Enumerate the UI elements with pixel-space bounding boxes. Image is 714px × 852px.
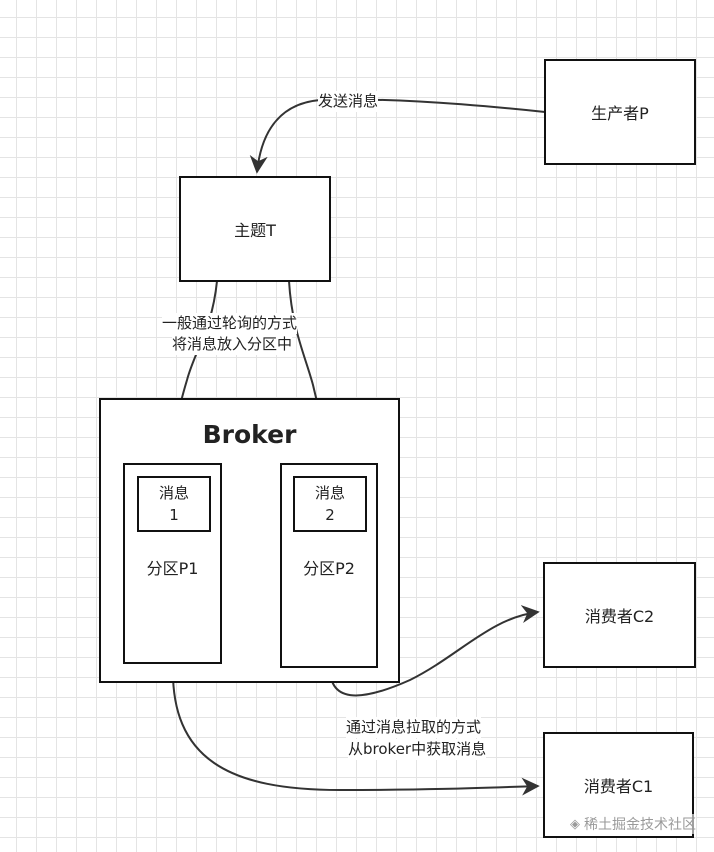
edge-label-poll-2: 将消息放入分区中 xyxy=(172,334,293,355)
watermark-text: 稀土掘金技术社区 xyxy=(584,817,696,833)
message-2-line2: 2 xyxy=(325,506,335,524)
message-2-line1: 消息 xyxy=(314,484,345,502)
message-1-box: 消息 1 xyxy=(137,476,211,532)
topic-label: 主题T xyxy=(234,221,276,240)
topic-node: 主题T xyxy=(179,176,331,282)
juejin-logo-icon: ◈ xyxy=(570,816,580,832)
partition-p1-label: 分区P1 xyxy=(146,559,199,578)
edge-label-pull-1: 通过消息拉取的方式 xyxy=(346,717,482,738)
consumer-c2-label: 消费者C2 xyxy=(584,607,655,626)
message-1-line1: 消息 xyxy=(158,484,189,502)
broker-title: Broker xyxy=(202,420,297,449)
edge-producer-to-topic xyxy=(249,98,546,174)
producer-node: 生产者P xyxy=(544,59,696,165)
producer-label: 生产者P xyxy=(591,104,649,123)
edge-label-send: 发送消息 xyxy=(318,91,379,112)
edge-p1-to-consumer1 xyxy=(171,663,540,796)
message-2-box: 消息 2 xyxy=(293,476,367,532)
watermark: ◈ 稀土掘金技术社区 xyxy=(570,814,696,834)
consumer-c2-node: 消费者C2 xyxy=(543,562,696,668)
edge-label-poll-1: 一般通过轮询的方式 xyxy=(162,313,298,334)
consumer-c1-node: 消费者C1 xyxy=(543,732,694,838)
partition-p2-label: 分区P2 xyxy=(303,559,355,578)
edge-p2-to-consumer2 xyxy=(329,605,540,697)
consumer-c1-label: 消费者C1 xyxy=(583,777,654,796)
message-1-line2: 1 xyxy=(169,506,179,524)
partition-p2: 消息 2 分区P2 xyxy=(280,463,378,668)
partition-p1: 消息 1 分区P1 xyxy=(123,463,222,664)
edge-label-pull-2: 从broker中获取消息 xyxy=(348,739,487,760)
